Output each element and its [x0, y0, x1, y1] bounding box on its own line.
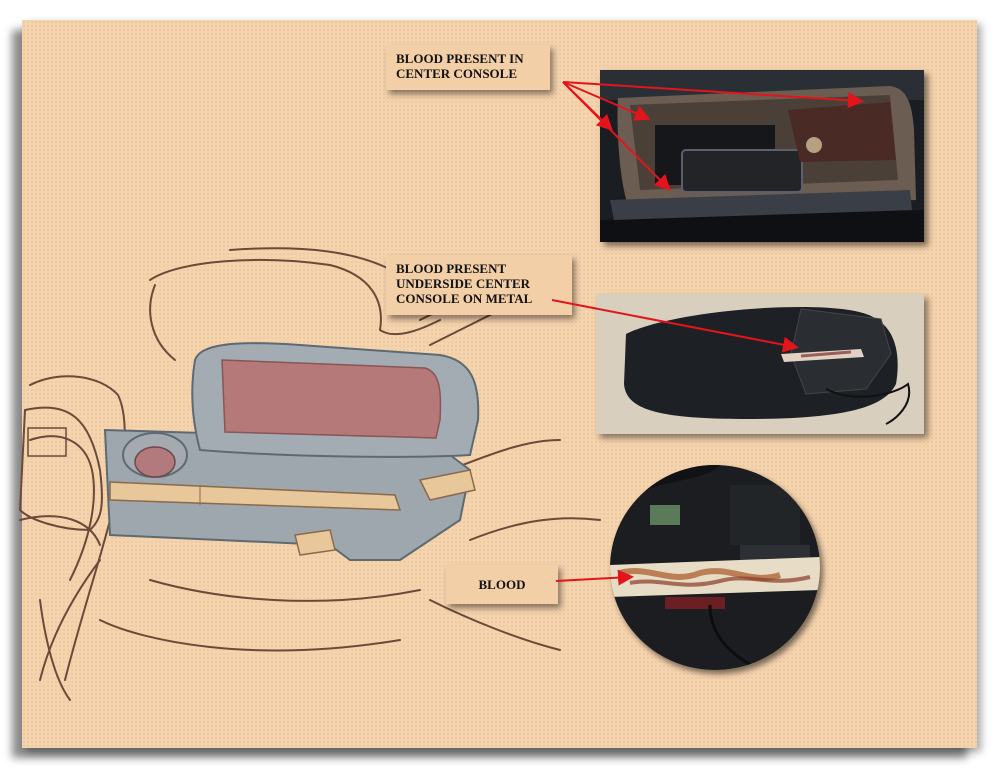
- photo-closeup-blood-metal: [610, 465, 820, 670]
- photo-open-center-console: [600, 70, 924, 242]
- label-blood-underside-console: BLOOD PRESENT UNDERSIDE CENTER CONSOLE O…: [386, 255, 572, 315]
- label-blood: BLOOD: [446, 565, 558, 604]
- photo-underside-console: [596, 294, 924, 434]
- label-blood-center-console: BLOOD PRESENT IN CENTER CONSOLE: [386, 45, 550, 90]
